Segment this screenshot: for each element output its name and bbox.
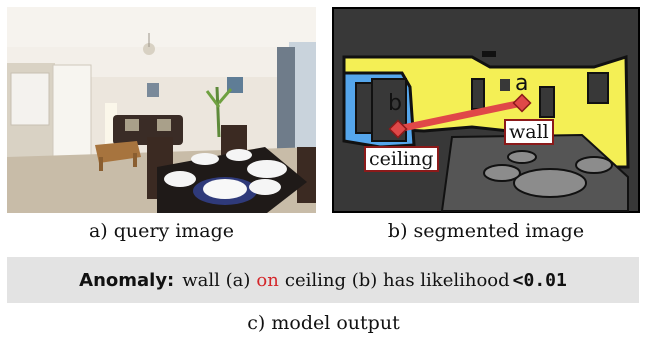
segmented-image: a b wall ceiling [332, 7, 640, 213]
anomaly-subject: wall (a) [182, 269, 251, 291]
point-b-letter: b [388, 91, 402, 116]
label-wall: wall [504, 119, 554, 145]
caption-query-image: a) query image [88, 220, 235, 242]
query-image [7, 7, 316, 213]
point-b-marker [388, 119, 408, 139]
caption-model-output: c) model output [247, 312, 400, 334]
anomaly-threshold: <0.01 [512, 269, 567, 291]
label-ceiling: ceiling [364, 146, 439, 172]
caption-segmented-image: b) segmented image [387, 220, 585, 242]
anomaly-statement: Anomaly: wall (a) on ceiling (b) has lik… [7, 257, 639, 303]
point-a-marker [512, 93, 532, 113]
link-line [394, 99, 526, 133]
anomaly-object: ceiling (b) has likelihood [284, 269, 510, 291]
anomaly-lead: Anomaly: [79, 269, 175, 291]
point-a-letter: a [515, 71, 529, 96]
anomaly-relation: on [256, 269, 279, 291]
